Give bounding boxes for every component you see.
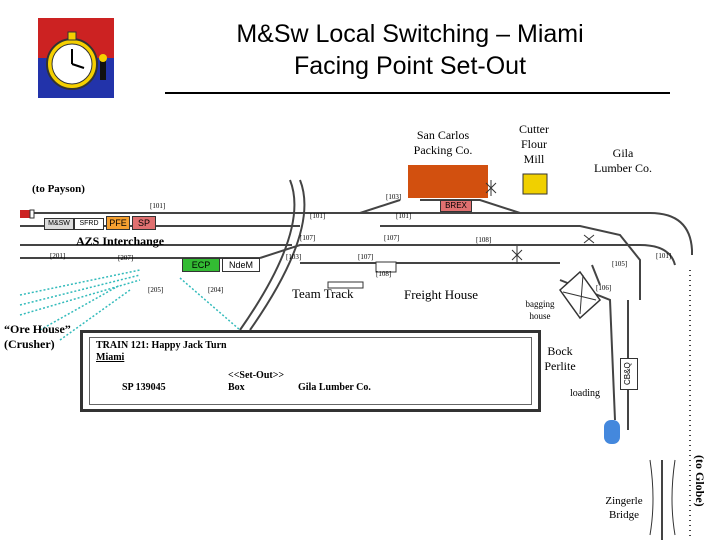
main-track xyxy=(20,199,693,540)
car-ndem: NdeM xyxy=(222,258,260,272)
label-freight-house: Freight House xyxy=(404,287,479,302)
train-instructions-box: TRAIN 121: Happy Jack Turn Miami <<Set-O… xyxy=(80,330,541,412)
setout-car-id: SP 139045 xyxy=(122,382,166,393)
cutter-flour-building xyxy=(522,173,548,195)
setout-header: <<Set-Out>> xyxy=(228,370,285,381)
label-to-payson: (to Payson) xyxy=(32,183,85,195)
label-bock-perlite: Bock Perlite xyxy=(544,344,576,373)
track-label-105: [105] xyxy=(612,260,628,268)
track-label-106: [106] xyxy=(596,284,612,292)
san-carlos-building xyxy=(408,165,488,198)
diamond-crossing xyxy=(239,179,306,331)
train-heading: TRAIN 121: Happy Jack Turn xyxy=(96,340,227,351)
track-label-108: [108] xyxy=(476,236,492,244)
track-label-101: [101] xyxy=(396,212,412,220)
title-underline xyxy=(165,92,670,94)
car-brex: BREX xyxy=(440,200,472,212)
label-azs-interchange: AZS Interchange xyxy=(76,234,165,248)
bagging-house-building xyxy=(559,270,601,320)
page-title: M&Sw Local Switching – Miami Facing Poin… xyxy=(236,20,584,80)
track-label-103: [103] xyxy=(386,193,402,201)
car-msw: M&SW xyxy=(44,218,74,230)
label-team-track: Team Track xyxy=(292,286,354,301)
track-label-205: [205] xyxy=(148,286,164,294)
car-sfrd: SFRD xyxy=(74,218,104,230)
track-label-207: [207] xyxy=(118,254,134,262)
setout-destination: Gila Lumber Co. xyxy=(298,382,371,393)
track-label-201: [201] xyxy=(50,252,66,260)
label-zingerle-bridge: Zingerle Bridge xyxy=(605,495,643,521)
hopper-car xyxy=(604,420,620,444)
label-cutter-flour: Cutter Flour Mill xyxy=(519,122,549,166)
team-track-dock xyxy=(327,281,364,289)
zingerle-bridge xyxy=(649,459,676,536)
label-to-globe: (to Globe) xyxy=(693,455,707,507)
track-label-107: [107] xyxy=(358,253,374,261)
label-gila-lumber: Gila Lumber Co. xyxy=(594,146,652,175)
track-label-101: [101] xyxy=(656,252,672,260)
car-sp: SP xyxy=(132,216,156,230)
label-san-carlos: San Carlos Packing Co. xyxy=(413,128,473,157)
track-label-101: [101] xyxy=(310,212,326,220)
car-pfe: PFE xyxy=(106,216,130,230)
freight-house-building xyxy=(375,261,397,273)
track-label-204: [204] xyxy=(208,286,224,294)
train-location: Miami xyxy=(96,352,125,363)
track-label-107: [107] xyxy=(384,234,400,242)
car-ecp: ECP xyxy=(182,258,220,272)
track-label-103: [103] xyxy=(286,253,302,261)
label-ore-house: “Ore House” (Crusher) xyxy=(4,322,71,351)
locomotive xyxy=(20,210,30,218)
label-loading: loading xyxy=(570,388,600,399)
setout-car-type: Box xyxy=(228,382,245,393)
track-label-108: [108] xyxy=(376,270,392,278)
railroad-logo xyxy=(38,18,114,98)
switch-markers xyxy=(485,180,595,264)
car-cbq: CB&Q xyxy=(620,358,638,390)
track-label-107: [107] xyxy=(300,234,316,242)
ore-house-spurs xyxy=(19,269,241,341)
track-label-101: [101] xyxy=(150,202,166,210)
label-bagging-house: bagging house xyxy=(525,299,555,321)
